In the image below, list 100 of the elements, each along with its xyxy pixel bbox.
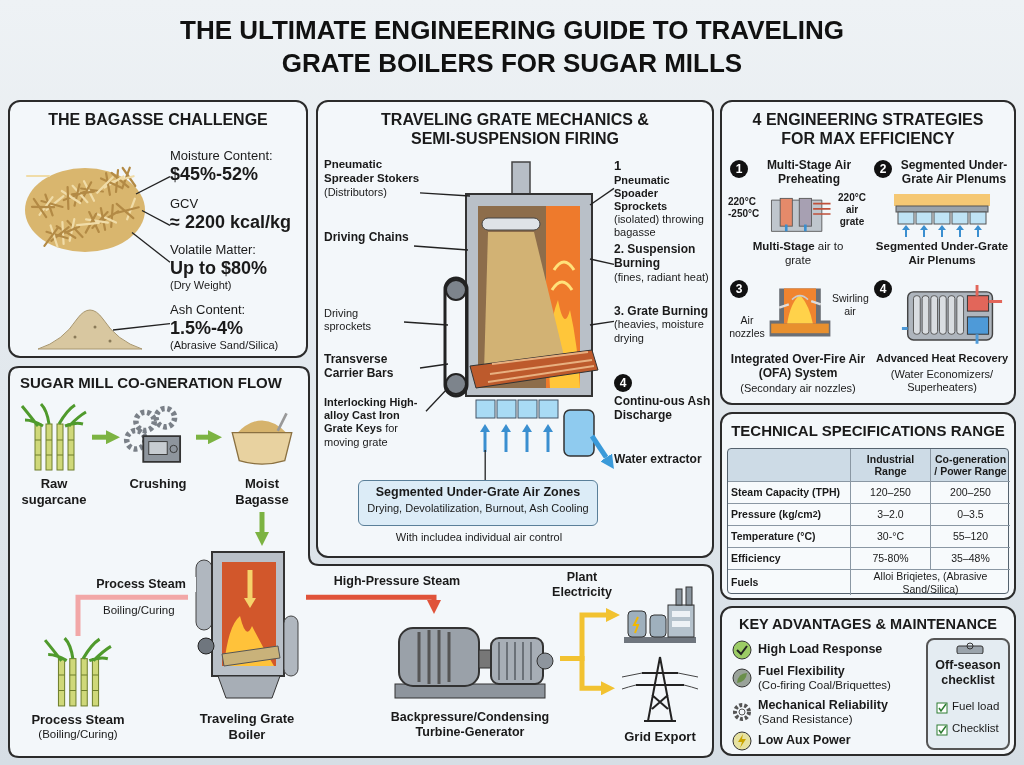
zone-title: Segmented Under-Grate Air Zones [374,485,582,500]
strategy-caption: (Secondary air nozzles) [739,382,857,396]
leader-line [403,321,449,326]
step-number: 4 [614,374,632,392]
strategy-caption: Multi-Stage air to grate [751,240,845,268]
property-note: (Abrasive Sand/Silica) [170,339,280,353]
spec-value: 0–3.5 [930,503,1010,525]
flow-step-label: Backpressure/Condensing Turbine-Generator [389,710,551,740]
callout-label: Interlocking High-alloy Cast Iron Grate Keys for moving grate [324,396,419,449]
zone-note: With includea individual air control [394,531,564,545]
leader-line [589,320,615,326]
leader-line [484,449,486,481]
advantage-title: Low Aux Power [758,733,851,748]
leader-line [141,209,171,227]
callout-label: Transverse Carrier Bars [324,352,395,381]
pipe-line [75,594,188,636]
leader-line [419,363,449,369]
spec-value: 75-80% [850,547,930,569]
column-header: Industrial Range [850,449,930,481]
property-label: Ash Content: [170,302,247,318]
leader-line [135,175,171,195]
callout-label: Water extractor [614,452,703,467]
flow-step-label: Raw sugarcane [20,476,88,508]
advantage-title: Fuel Flexibility [758,664,845,679]
panel-card [316,100,714,558]
callout-label: Pneumatic Spoader Sprockets (isolated) throwing bagasse [614,173,705,240]
property-note: (Dry Weight) [170,279,233,293]
step-number: 1 [730,160,748,178]
advantage-title: High Load Response [758,642,883,657]
spec-value: 30-°C [850,525,930,547]
panel-card [8,100,308,358]
panel-card [720,606,1016,756]
page-title: THE ULTIMATE ENGINEERING GUIDE TO TRAVELING GRATE BOILERS FOR SUGAR MILLS [179,14,845,80]
panel-card [720,412,1016,600]
strategy-title: Segmented Under-Grate Air Plenums [899,158,1009,187]
leader-line [131,231,171,263]
flow-step-note: (Boiling/Curing) [37,727,119,742]
callout-label: Driving Chains [324,230,410,245]
leader-line [413,245,469,251]
property-value: ≈ 2200 kcal/kg [170,211,292,234]
flow-arrow [255,512,269,546]
panel-heading: SUGAR MILL CO-GNERATION FLOW [20,374,282,392]
spec-value: 35–48% [930,547,1010,569]
spec-value: 200–250 [930,481,1010,503]
flow-arrow [560,656,615,696]
callout-note: (Distributors) [324,185,388,199]
panel-heading: 4 ENGINEERING STRATEGIES FOR MAX EFFICIENCY [751,110,985,149]
flow-arrow [196,430,222,445]
zone-list: Drying, Devolatilization, Burnout, Ash Cooling [363,502,593,516]
advantage-note: (Co-firing Coal/Briquettes) [758,679,891,693]
strategy-caption: (Water Economizers/ Superheaters) [889,368,995,395]
row-header: Fuels [728,569,850,595]
strategy-caption: Segmented Under-Grate Air Plenums [874,240,1010,268]
row-header: Steam Capacity (TPH) [728,481,850,503]
panel-card [720,100,1016,405]
spec-value: 120–250 [850,481,930,503]
property-value: $45%-52% [170,163,260,186]
callout-label: 2. Suspension Burning [614,242,697,271]
flow-arrow [92,430,120,445]
panel-heading: KEY ADVANTAGES & MAINTENANCE [737,616,999,634]
callout-note: (heavies, moisture drying [614,318,705,345]
advantage-note: (Sand Resistance) [758,713,853,727]
spec-value: 55–120 [930,525,1010,547]
checklist-item: Fuel load [952,700,1000,714]
checklist-clipboard [926,638,1010,750]
callout-note: (fines, radiant heat) [614,270,710,284]
property-label: Volatile Matter: [170,242,257,258]
panel-heading: TRAVELING GRATE MECHANICS & SEMI-SUSPENSION FIRING [380,110,650,149]
property-label: Moisture Content: [170,148,274,164]
row-header: Efficiency [728,547,850,569]
column-header: Co-generation / Power Range [930,449,1010,481]
panel-heading: TECHNICAL SPECIFICATIONS RANGE [730,422,1006,440]
step-number: 4 [874,280,892,298]
strategy-title: Integrated Over-Fire Air (OFA) System [729,352,867,381]
leader-line [419,192,471,197]
property-value: 1.5%-4% [170,317,245,340]
spec-value: Alloi Briqietes, (Abrasive Sand/Silica) [850,569,1010,595]
callout-label: 3. Grate Burning [614,304,709,319]
flow-step-label: Traveling Grate Boiler [198,711,296,743]
nozzle-label: Air nozzles [728,314,766,340]
checklist-item: Checklist [952,722,999,736]
flow-step-label: Grid Export [623,729,697,745]
callout-number: 1 [614,158,623,174]
strategy-title: Multi-Stage Air Preheating [765,158,853,187]
row-header: Temperature (°C) [728,525,850,547]
flow-arrow [306,594,441,614]
spec-value: 3–2.0 [850,503,930,525]
pipe-label: Boiling/Curing [103,604,175,618]
leader-line [589,187,615,206]
flow-arrow [589,434,614,470]
panel-heading: THE BAGASSE CHALLENGE [47,110,269,130]
step-number: 3 [730,280,748,298]
temperature-label: 220°C air grate [837,192,867,228]
callout-note: Driving sprockets [324,307,373,334]
strategy-title: Advanced Heat Recovery [874,352,1010,366]
flow-step-label: Crushing [128,476,188,492]
leader-line [589,258,615,266]
nozzle-label: Swirling air [832,292,868,318]
checklist-title: Off-season checklist [934,658,1002,688]
flow-step-label: Process Steam [30,712,126,728]
